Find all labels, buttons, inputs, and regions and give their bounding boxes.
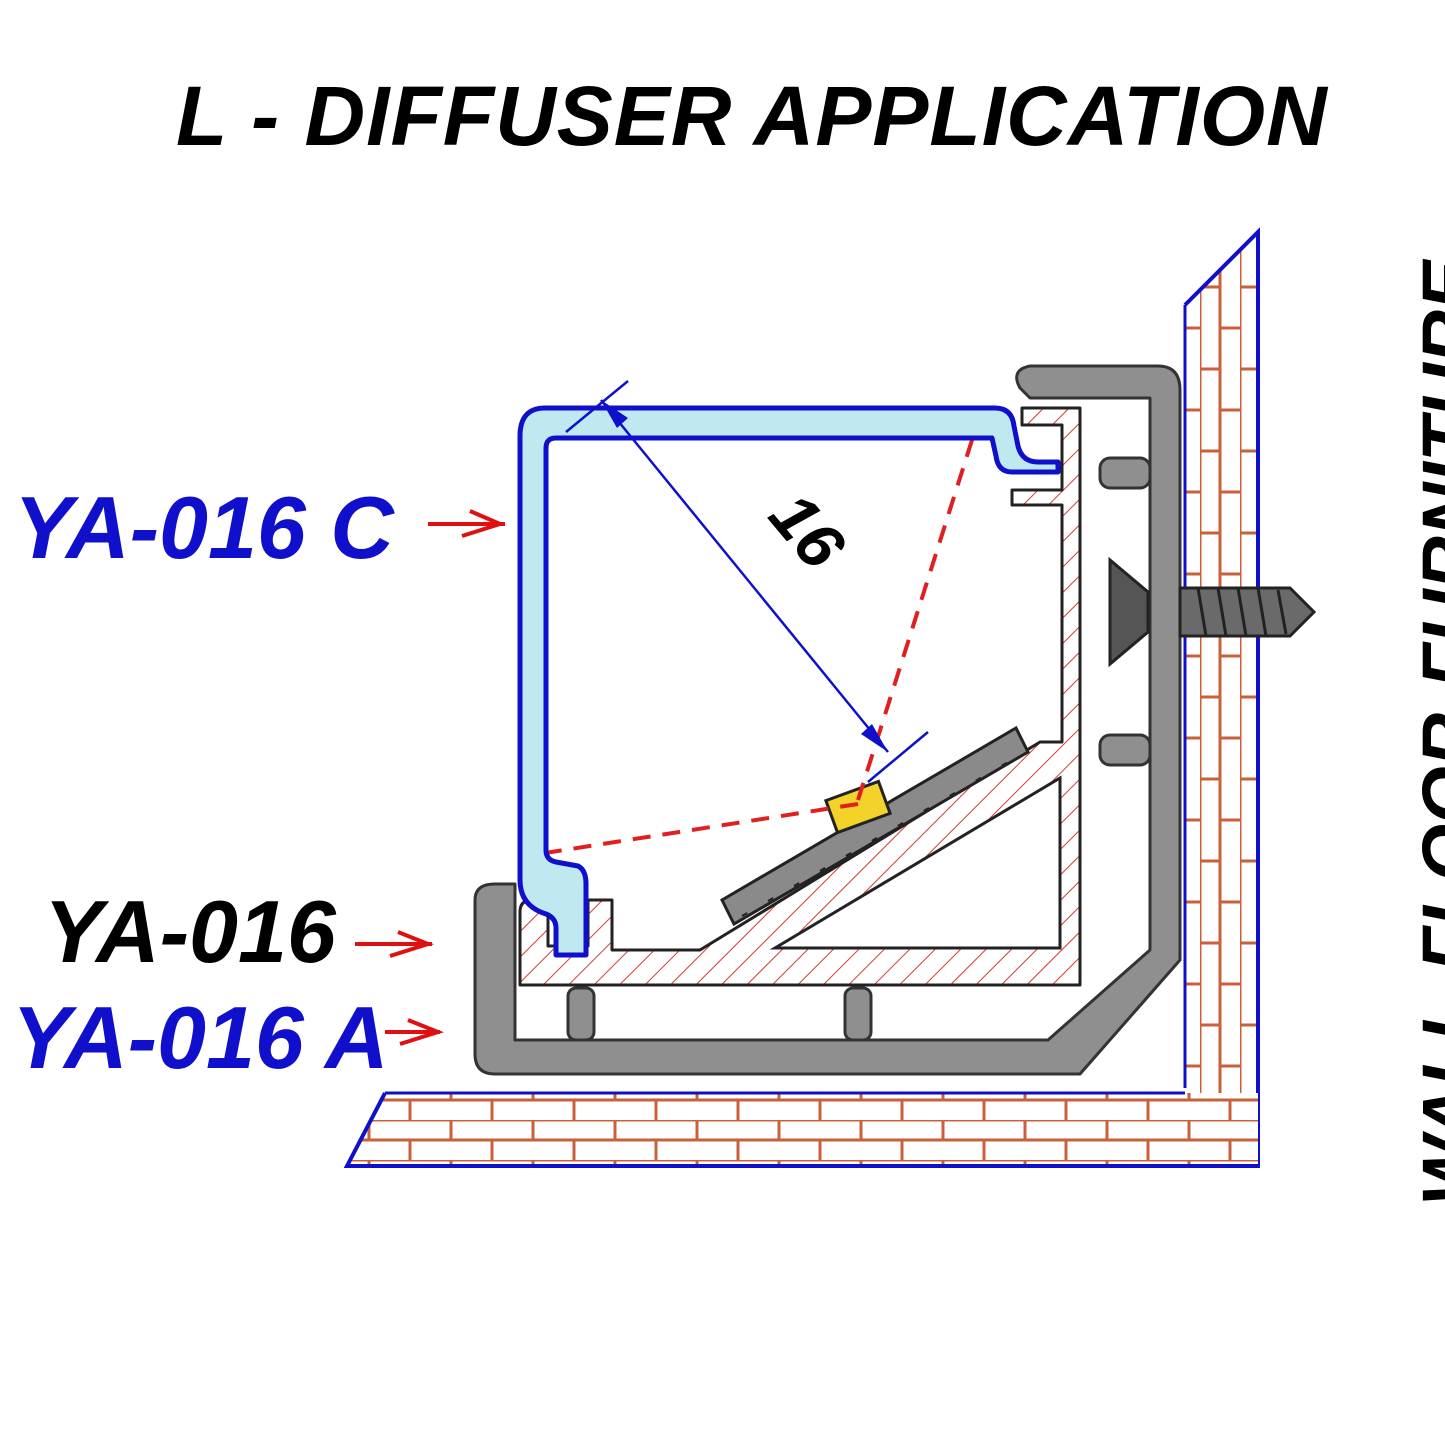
led-strip [720, 725, 1030, 927]
wall-surface [1183, 227, 1260, 1168]
dimension-value: 16 [756, 478, 861, 583]
pointer-arrows [355, 509, 506, 1046]
label-ya016: YA-016 [44, 882, 336, 981]
dimension-16: 16 [565, 380, 929, 783]
label-ya016a: YA-016 A [12, 988, 389, 1087]
page-title: L - DIFFUSER APPLICATION [176, 69, 1328, 163]
label-mounting-surface: WALL-FLOOR-FURNITURE [1407, 260, 1445, 1206]
aluminium-profile-ya016 [518, 406, 1082, 987]
led-chip [823, 779, 893, 835]
floor-surface [343, 1091, 1258, 1168]
diffuser-ya016c [517, 405, 1061, 958]
base-profile-ya016a [473, 364, 1182, 1076]
mounting-screw [1108, 556, 1317, 668]
label-ya016c: YA-016 C [14, 478, 394, 577]
